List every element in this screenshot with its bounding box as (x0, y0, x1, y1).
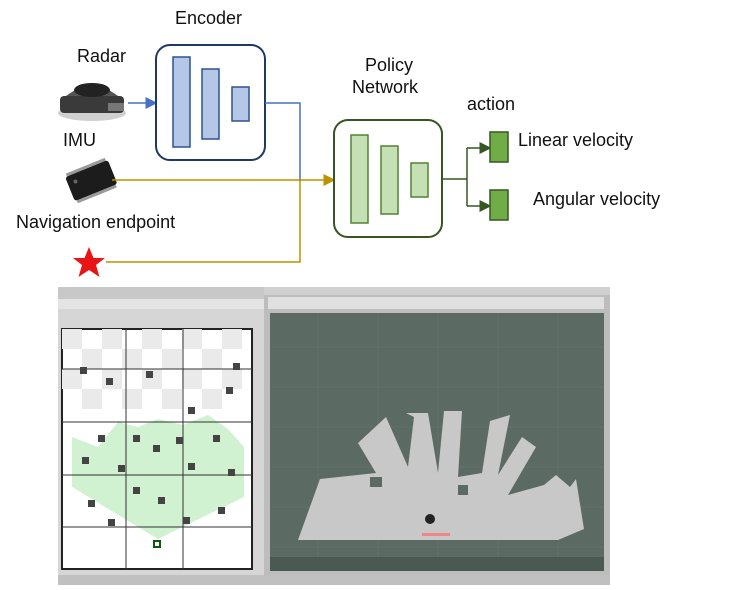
laser-scan-region (298, 411, 584, 540)
map-grid (62, 329, 252, 569)
encoder-layer-2 (201, 68, 220, 140)
encoder-to-policy-line (265, 102, 301, 180)
policy-network-label-line1: Policy (365, 55, 414, 75)
angular-velocity-label: Angular velocity (533, 189, 661, 209)
linear-velocity-output (489, 131, 509, 163)
simulation-composite (58, 287, 610, 585)
red-star-icon (73, 247, 105, 277)
navigation-endpoint-line (106, 180, 301, 263)
encoder-title: Encoder (175, 8, 243, 28)
output-branches (442, 142, 492, 212)
robot-marker (153, 540, 161, 548)
encoder-layer-1 (172, 56, 191, 148)
rviz-robot (425, 514, 435, 524)
policy-layer-3 (410, 162, 429, 198)
encoder-block (155, 44, 266, 161)
policy-network-block (333, 119, 443, 238)
radar-label: Radar (77, 46, 127, 66)
imu-chip-icon (65, 157, 117, 204)
angular-velocity-output (489, 189, 509, 221)
map-obstacles (80, 363, 240, 526)
encoder-layer-3 (231, 86, 250, 122)
policy-network-label-line2: Network (352, 77, 419, 97)
simulation-screenshot (58, 287, 610, 585)
linear-velocity-label: Linear velocity (518, 130, 634, 150)
laser-free-space (72, 415, 244, 539)
action-label: action (467, 94, 516, 114)
lidar-sensor-icon (58, 83, 126, 121)
policy-layer-1 (350, 134, 369, 224)
navigation-endpoint-label: Navigation endpoint (16, 212, 176, 232)
imu-label: IMU (63, 130, 96, 150)
policy-layer-2 (380, 145, 399, 215)
